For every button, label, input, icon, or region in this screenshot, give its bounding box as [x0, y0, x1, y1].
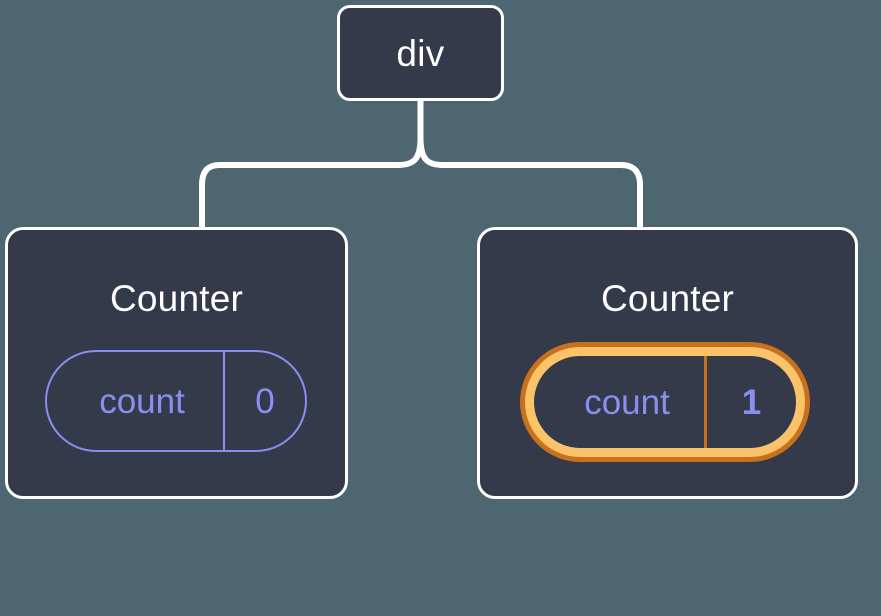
connector-elbow-right: [620, 162, 643, 227]
state-pill-key: count: [584, 382, 670, 422]
connector-branch-right-top: [417, 137, 621, 168]
node-root-label: div: [396, 32, 445, 74]
connector-elbow-left: [199, 162, 221, 227]
state-pill-glow-ring: [520, 342, 810, 462]
state-pill-count-right[interactable]: count 1: [520, 342, 810, 462]
state-pill-inner: count 1: [525, 347, 805, 457]
node-counter-right-title: Counter: [600, 278, 735, 319]
state-pill-value: 1: [741, 382, 762, 422]
state-pill-divider: [704, 356, 707, 448]
node-counter-right[interactable]: Counter count 1: [477, 227, 858, 499]
state-pill-key: count: [99, 381, 185, 421]
node-counter-left-title: Counter: [109, 278, 244, 319]
state-pill-value: 0: [255, 381, 275, 421]
node-counter-left[interactable]: Counter count 0: [5, 227, 348, 499]
diagram-canvas: div Counter count 0 Counter count 1: [5, 5, 858, 499]
node-root-div[interactable]: div: [337, 5, 504, 101]
state-pill-divider: [223, 352, 225, 450]
connector-branch-left-top: [220, 137, 424, 168]
state-pill-count-left[interactable]: count 0: [45, 350, 307, 452]
